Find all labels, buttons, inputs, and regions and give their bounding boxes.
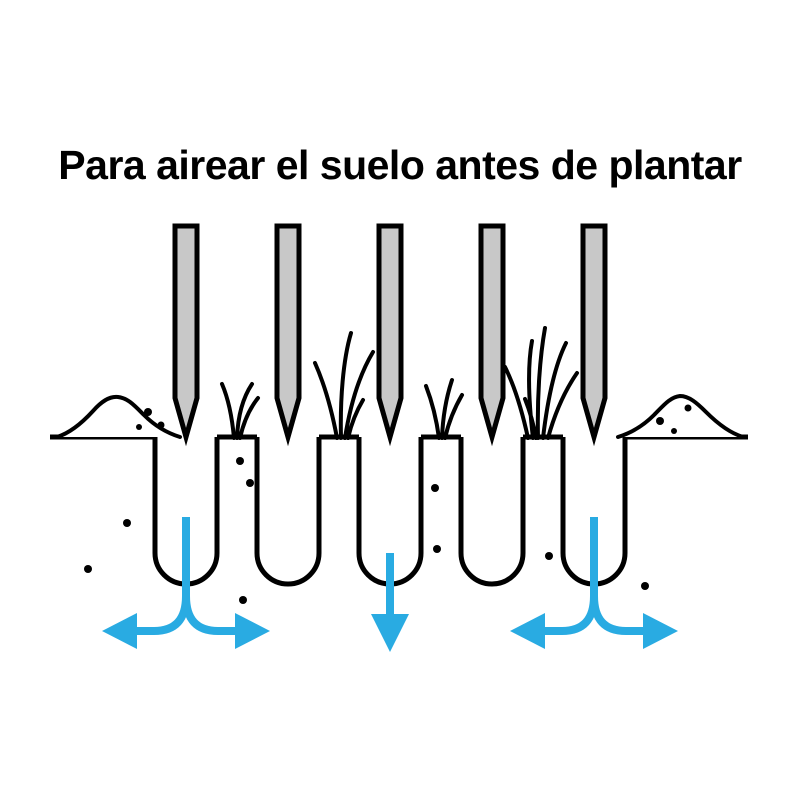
soil-particle-dot: [433, 545, 441, 553]
aerator-spike-2: [274, 223, 302, 447]
soil-particle-dot: [641, 582, 649, 590]
arrowhead-middle-pointing-down: [371, 614, 409, 652]
aerator-spike-4: [478, 223, 506, 447]
flow-arrow-strokes: [137, 517, 643, 635]
aerator-spikes: [172, 223, 608, 447]
page-title: Para airear el suelo antes de plantar: [58, 142, 742, 188]
flow-arrows: [102, 517, 678, 652]
aeration-hole-4: [458, 437, 526, 587]
arrowhead-right-pointing-right: [643, 613, 678, 649]
arrowhead-left-pointing-left: [102, 613, 137, 649]
soil-particle-dot: [136, 424, 142, 430]
grass-tufts: [220, 326, 579, 440]
soil-mound-left: [55, 394, 182, 439]
aerator-spike-3: [376, 223, 404, 447]
flow-arrow-right-branch-left: [545, 595, 598, 635]
aerator-spike-1: [172, 223, 200, 447]
soil-particle-dot: [144, 408, 152, 416]
soil-particle-dot: [157, 421, 165, 429]
flow-arrow-left-branch-left: [137, 595, 190, 635]
soil-particle-dot: [246, 479, 254, 487]
soil-particle-dot: [123, 519, 131, 527]
arrowhead-right-pointing-left: [510, 613, 545, 649]
arrowhead-left-pointing-right: [235, 613, 270, 649]
soil-particle-dot: [239, 596, 247, 604]
soil-particles: [84, 404, 692, 604]
grass-tuft-4: [503, 326, 579, 440]
flow-arrow-left-branch-right: [182, 595, 235, 635]
aeration-hole-2: [254, 437, 322, 587]
grass-tuft-2: [313, 331, 375, 440]
soil-particle-dot: [236, 457, 244, 465]
flow-arrow-heads: [102, 613, 678, 652]
soil-particle-dot: [684, 404, 692, 412]
soil-particle-dot: [84, 565, 92, 573]
soil-mound-right: [616, 393, 745, 439]
aerator-spike-5: [580, 223, 608, 447]
soil-particle-dot: [671, 428, 677, 434]
soil-mounds: [55, 393, 745, 439]
soil-particle-dot: [545, 552, 553, 560]
soil-particle-dot: [431, 484, 439, 492]
grass-tuft-1: [220, 382, 260, 440]
flow-arrow-right-branch-right: [590, 595, 643, 635]
grass-tuft-3: [424, 378, 464, 440]
soil-particle-dot: [656, 417, 664, 425]
